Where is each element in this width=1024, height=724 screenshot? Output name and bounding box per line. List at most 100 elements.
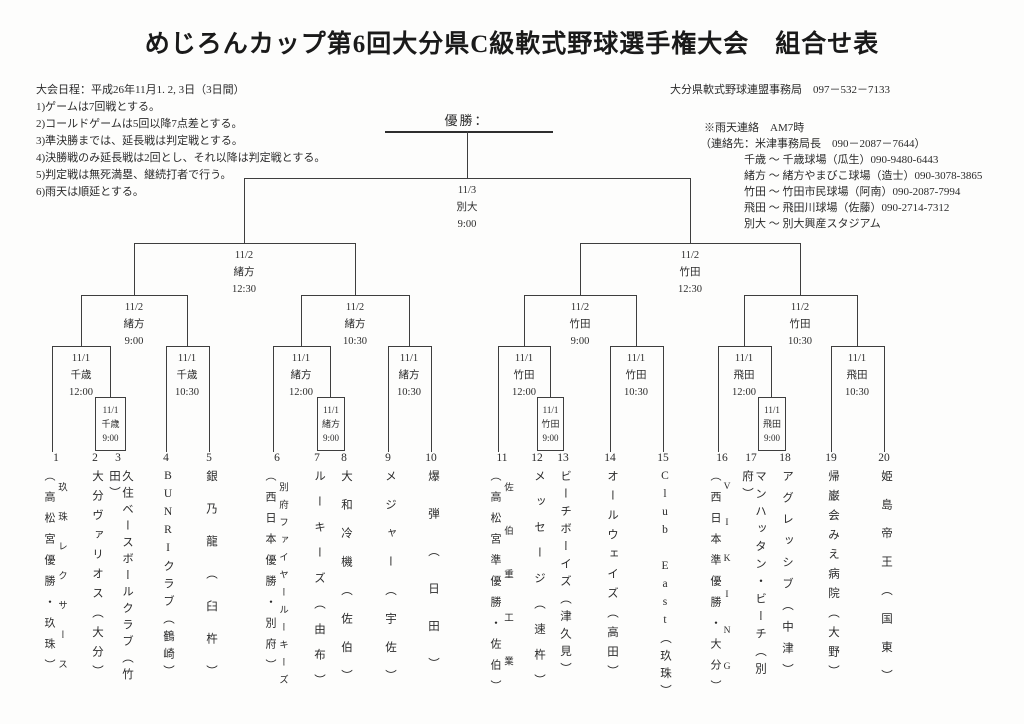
match-date: 11/1	[102, 405, 119, 415]
bracket-line	[498, 346, 550, 347]
match-date: 11/2	[570, 302, 590, 313]
first-round-match-label: 11/1 竹田 10:30	[624, 350, 648, 401]
team-name: Club East（玖珠）	[659, 470, 671, 702]
bracket-line	[330, 346, 331, 397]
quarterfinal-label: 11/2 竹田 9:00	[570, 299, 591, 350]
team-number: 14	[604, 452, 616, 464]
team-name: ルーキーズ（由布）	[313, 470, 325, 700]
venue-item: 緒方 ～ 緒方やまびこ球場（造士）090-3078-3865	[744, 170, 983, 182]
team-entry: 14 オールウェイズ（高田）	[602, 452, 618, 708]
team-name: 大分ヴァリオス（大分）	[91, 470, 103, 685]
match-venue: 緒方	[344, 319, 366, 330]
match-time: 10:30	[788, 336, 812, 347]
team-name: オールウェイズ（高田）	[606, 470, 618, 685]
team-number: 12	[531, 452, 543, 464]
match-time: 9:00	[457, 219, 477, 230]
match-time: 9:00	[124, 336, 144, 347]
team-number: 19	[825, 452, 837, 464]
bracket-line	[524, 295, 636, 296]
bracket-line	[301, 295, 409, 296]
team-name: 銀乃龍（臼杵）	[205, 470, 217, 698]
team-number: 3	[115, 452, 121, 464]
venue-list: 千歳 ～ 千歳球場（瓜生）090-9480-6443 緒方 ～ 緒方やまびこ球場…	[744, 152, 982, 232]
match-venue: 別大	[456, 202, 478, 213]
match-time: 12:00	[512, 387, 536, 398]
team-name: アグレッシブ（中津）	[781, 470, 793, 685]
semifinal-label: 11/2 緒方 12:30	[232, 247, 256, 298]
team-name: 爆弾（日田）	[427, 470, 439, 695]
team-number: 18	[779, 452, 791, 464]
team-entry: 11 （高松宮準優勝・佐伯） 佐伯重工業	[488, 452, 516, 708]
venue-item: 飛田 ～ 飛田川球場（佐藤）090-2714-7312	[744, 202, 950, 214]
bracket-line	[134, 243, 355, 244]
match-venue: 竹田	[625, 370, 647, 381]
rules-block: 大会日程：平成26年11月1. 2, 3日（3日間） 1)ゲームは7回戦とする。…	[36, 82, 325, 201]
match-time: 9:00	[570, 336, 590, 347]
match-venue: 緒方	[321, 419, 340, 429]
team-number: 13	[557, 452, 569, 464]
team-qualifier: （高松宮準優勝・佐伯）	[489, 470, 501, 701]
bracket-line	[771, 346, 772, 397]
page-title: めじろんカップ第6回大分県C級軟式野球選手権大会 組合せ表	[144, 31, 880, 58]
bracket-line	[524, 295, 525, 346]
team-entry: 7 ルーキーズ（由布）	[309, 452, 325, 708]
bracket-line	[831, 346, 832, 452]
bracket-line	[355, 243, 356, 295]
match-venue: 緒方	[290, 370, 312, 381]
team-name: 別府ファイヤールーキーズ	[277, 482, 287, 692]
quarterfinal-label: 11/2 緒方 10:30	[343, 299, 367, 350]
team-name: 久住ベースボールクラブ（竹田）	[108, 470, 133, 685]
match-date: 11/1	[626, 353, 646, 364]
team-entry: 16 （西日本準優勝・大分） VIKING	[708, 452, 736, 708]
team-number: 7	[314, 452, 320, 464]
team-entry: 8 大和冷機（佐伯）	[336, 452, 352, 708]
bracket-line	[800, 243, 801, 295]
team-number: 15	[657, 452, 669, 464]
bracket-line	[52, 346, 110, 347]
team-number: 4	[163, 452, 169, 464]
team-qualifier: （西日本準優勝・大分）	[709, 470, 721, 701]
match-venue: 飛田	[846, 370, 868, 381]
bracket-line	[884, 346, 885, 452]
playin-match-label: 11/1 千歳 9:00	[101, 403, 119, 445]
team-entry: 6 （西日本優勝・別府） 別府ファイヤールーキーズ	[263, 452, 291, 708]
team-name: メッセージ（速杵）	[533, 470, 545, 700]
team-entry: 13 ビーチボーイズ（津久見）	[555, 452, 571, 708]
playin-box: 11/1 竹田 9:00	[537, 397, 564, 451]
match-date: 11/2	[124, 302, 144, 313]
match-time: 10:30	[845, 387, 869, 398]
bracket-line	[52, 346, 53, 452]
playin-match-label: 11/1 竹田 9:00	[541, 403, 559, 445]
match-date: 11/1	[177, 353, 197, 364]
first-round-match-label: 11/1 緒方 10:30	[397, 350, 421, 401]
team-number: 9	[385, 452, 391, 464]
match-date: 11/1	[734, 353, 754, 364]
match-venue: 緒方	[398, 370, 420, 381]
match-time: 12:30	[678, 284, 702, 295]
first-round-match-label: 11/1 竹田 12:00	[512, 350, 536, 401]
match-time: 10:30	[624, 387, 648, 398]
quarterfinal-label: 11/2 緒方 9:00	[124, 299, 145, 350]
bracket-line	[81, 295, 187, 296]
match-date: 11/2	[790, 302, 810, 313]
match-time: 12:00	[69, 387, 93, 398]
first-round-match-label: 11/1 千歳 10:30	[175, 350, 199, 401]
team-entry: 20 姫島帝王（国東）	[876, 452, 892, 708]
match-venue: 千歳	[70, 370, 92, 381]
match-date: 11/1	[71, 353, 91, 364]
bracket-line	[663, 346, 664, 452]
bracket-line	[209, 346, 210, 452]
team-entry: 18 アグレッシブ（中津）	[777, 452, 793, 708]
team-entry: 17 マンハッタン・ビーチ（別府）	[736, 452, 766, 708]
team-qualifier: （西日本優勝・別府）	[264, 470, 276, 680]
match-date: 11/1	[764, 405, 780, 415]
bracket-line	[744, 295, 857, 296]
bracket-line	[718, 346, 771, 347]
team-name: マンハッタン・ビーチ（別府）	[741, 470, 766, 680]
playin-box: 11/1 緒方 9:00	[317, 397, 345, 451]
match-date: 11/1	[323, 405, 339, 415]
match-time: 9:00	[322, 433, 339, 443]
bracket-line	[187, 295, 188, 346]
match-venue: 飛田	[733, 370, 755, 381]
match-date: 11/2	[345, 302, 365, 313]
